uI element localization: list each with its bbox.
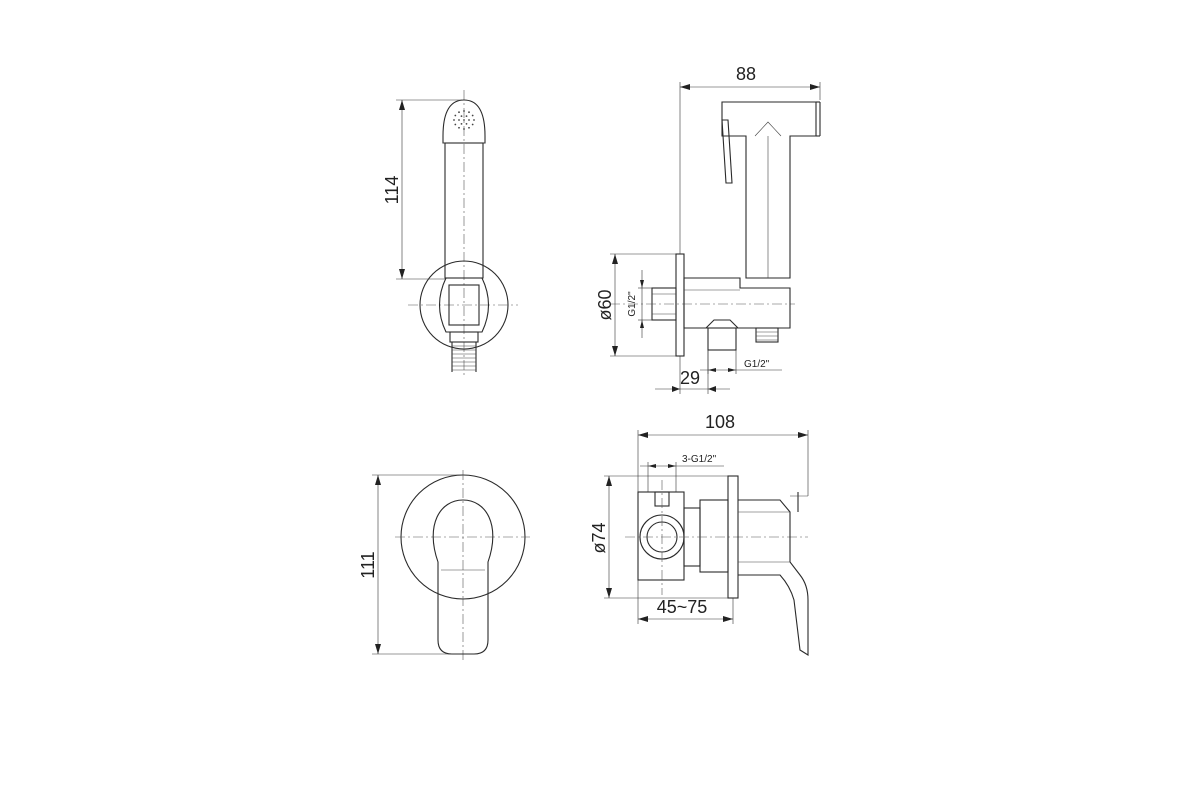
dim-label-108: 108 <box>705 412 735 432</box>
dimension-diameter-74: ø74 <box>589 475 728 599</box>
nozzle-hole <box>468 111 470 114</box>
nozzle-hole <box>458 119 460 121</box>
dim-label-thread-bottom: G1/2" <box>744 359 770 370</box>
dim-label-111: 111 <box>358 551 378 578</box>
nozzle-hole <box>471 114 474 117</box>
dimension-thread-valve: 3-G1/2" <box>640 454 724 492</box>
hose <box>449 331 479 372</box>
dim-label-45-75: 45~75 <box>657 597 708 617</box>
valve-front-view: 111 <box>358 470 530 660</box>
dim-label-thread-valve: 3-G1/2" <box>682 454 717 465</box>
nozzle-hole <box>468 126 470 129</box>
nozzle-hole <box>473 119 475 121</box>
nozzle-hole <box>458 111 460 114</box>
nozzle-hole <box>463 119 465 121</box>
nozzle-hole <box>463 110 465 112</box>
nozzle-hole <box>468 119 470 121</box>
valve-side-view: 108 3-G1/2" ø74 45~75 <box>589 412 809 656</box>
nozzle-hole <box>463 128 465 130</box>
nozzle-hole <box>460 122 463 125</box>
dimension-thread-side: G1/2" <box>627 270 652 338</box>
nozzle-hole <box>465 115 468 118</box>
dim-label-diameter-74: ø74 <box>589 522 609 553</box>
dimension-114: 114 <box>382 99 462 280</box>
dim-label-diameter-60: ø60 <box>595 289 615 320</box>
spray-nozzle-holes <box>453 110 475 130</box>
nozzle-hole <box>454 123 457 126</box>
dimension-thread-bottom: G1/2" <box>700 350 782 374</box>
dim-label-thread-side: G1/2" <box>627 291 638 317</box>
nozzle-hole <box>458 126 460 129</box>
dimension-88: 88 <box>679 64 821 254</box>
dim-label-88: 88 <box>736 64 756 84</box>
nozzle-hole <box>453 119 455 121</box>
dimension-111: 111 <box>358 474 463 655</box>
dimension-45-75: 45~75 <box>637 580 734 624</box>
dimension-diameter-60: ø60 <box>595 253 676 357</box>
dim-label-29: 29 <box>680 368 700 388</box>
nozzle-hole <box>460 115 463 118</box>
dim-label-114: 114 <box>382 176 402 205</box>
dimension-108: 108 <box>637 412 809 496</box>
handset-front-view: 114 <box>382 90 518 375</box>
nozzle-hole <box>454 114 457 117</box>
handset-side-view: 88 ø60 G1/2" 29 <box>595 64 821 394</box>
nozzle-hole <box>465 122 468 125</box>
dimension-29: 29 <box>655 350 730 394</box>
nozzle-hole <box>471 123 474 126</box>
